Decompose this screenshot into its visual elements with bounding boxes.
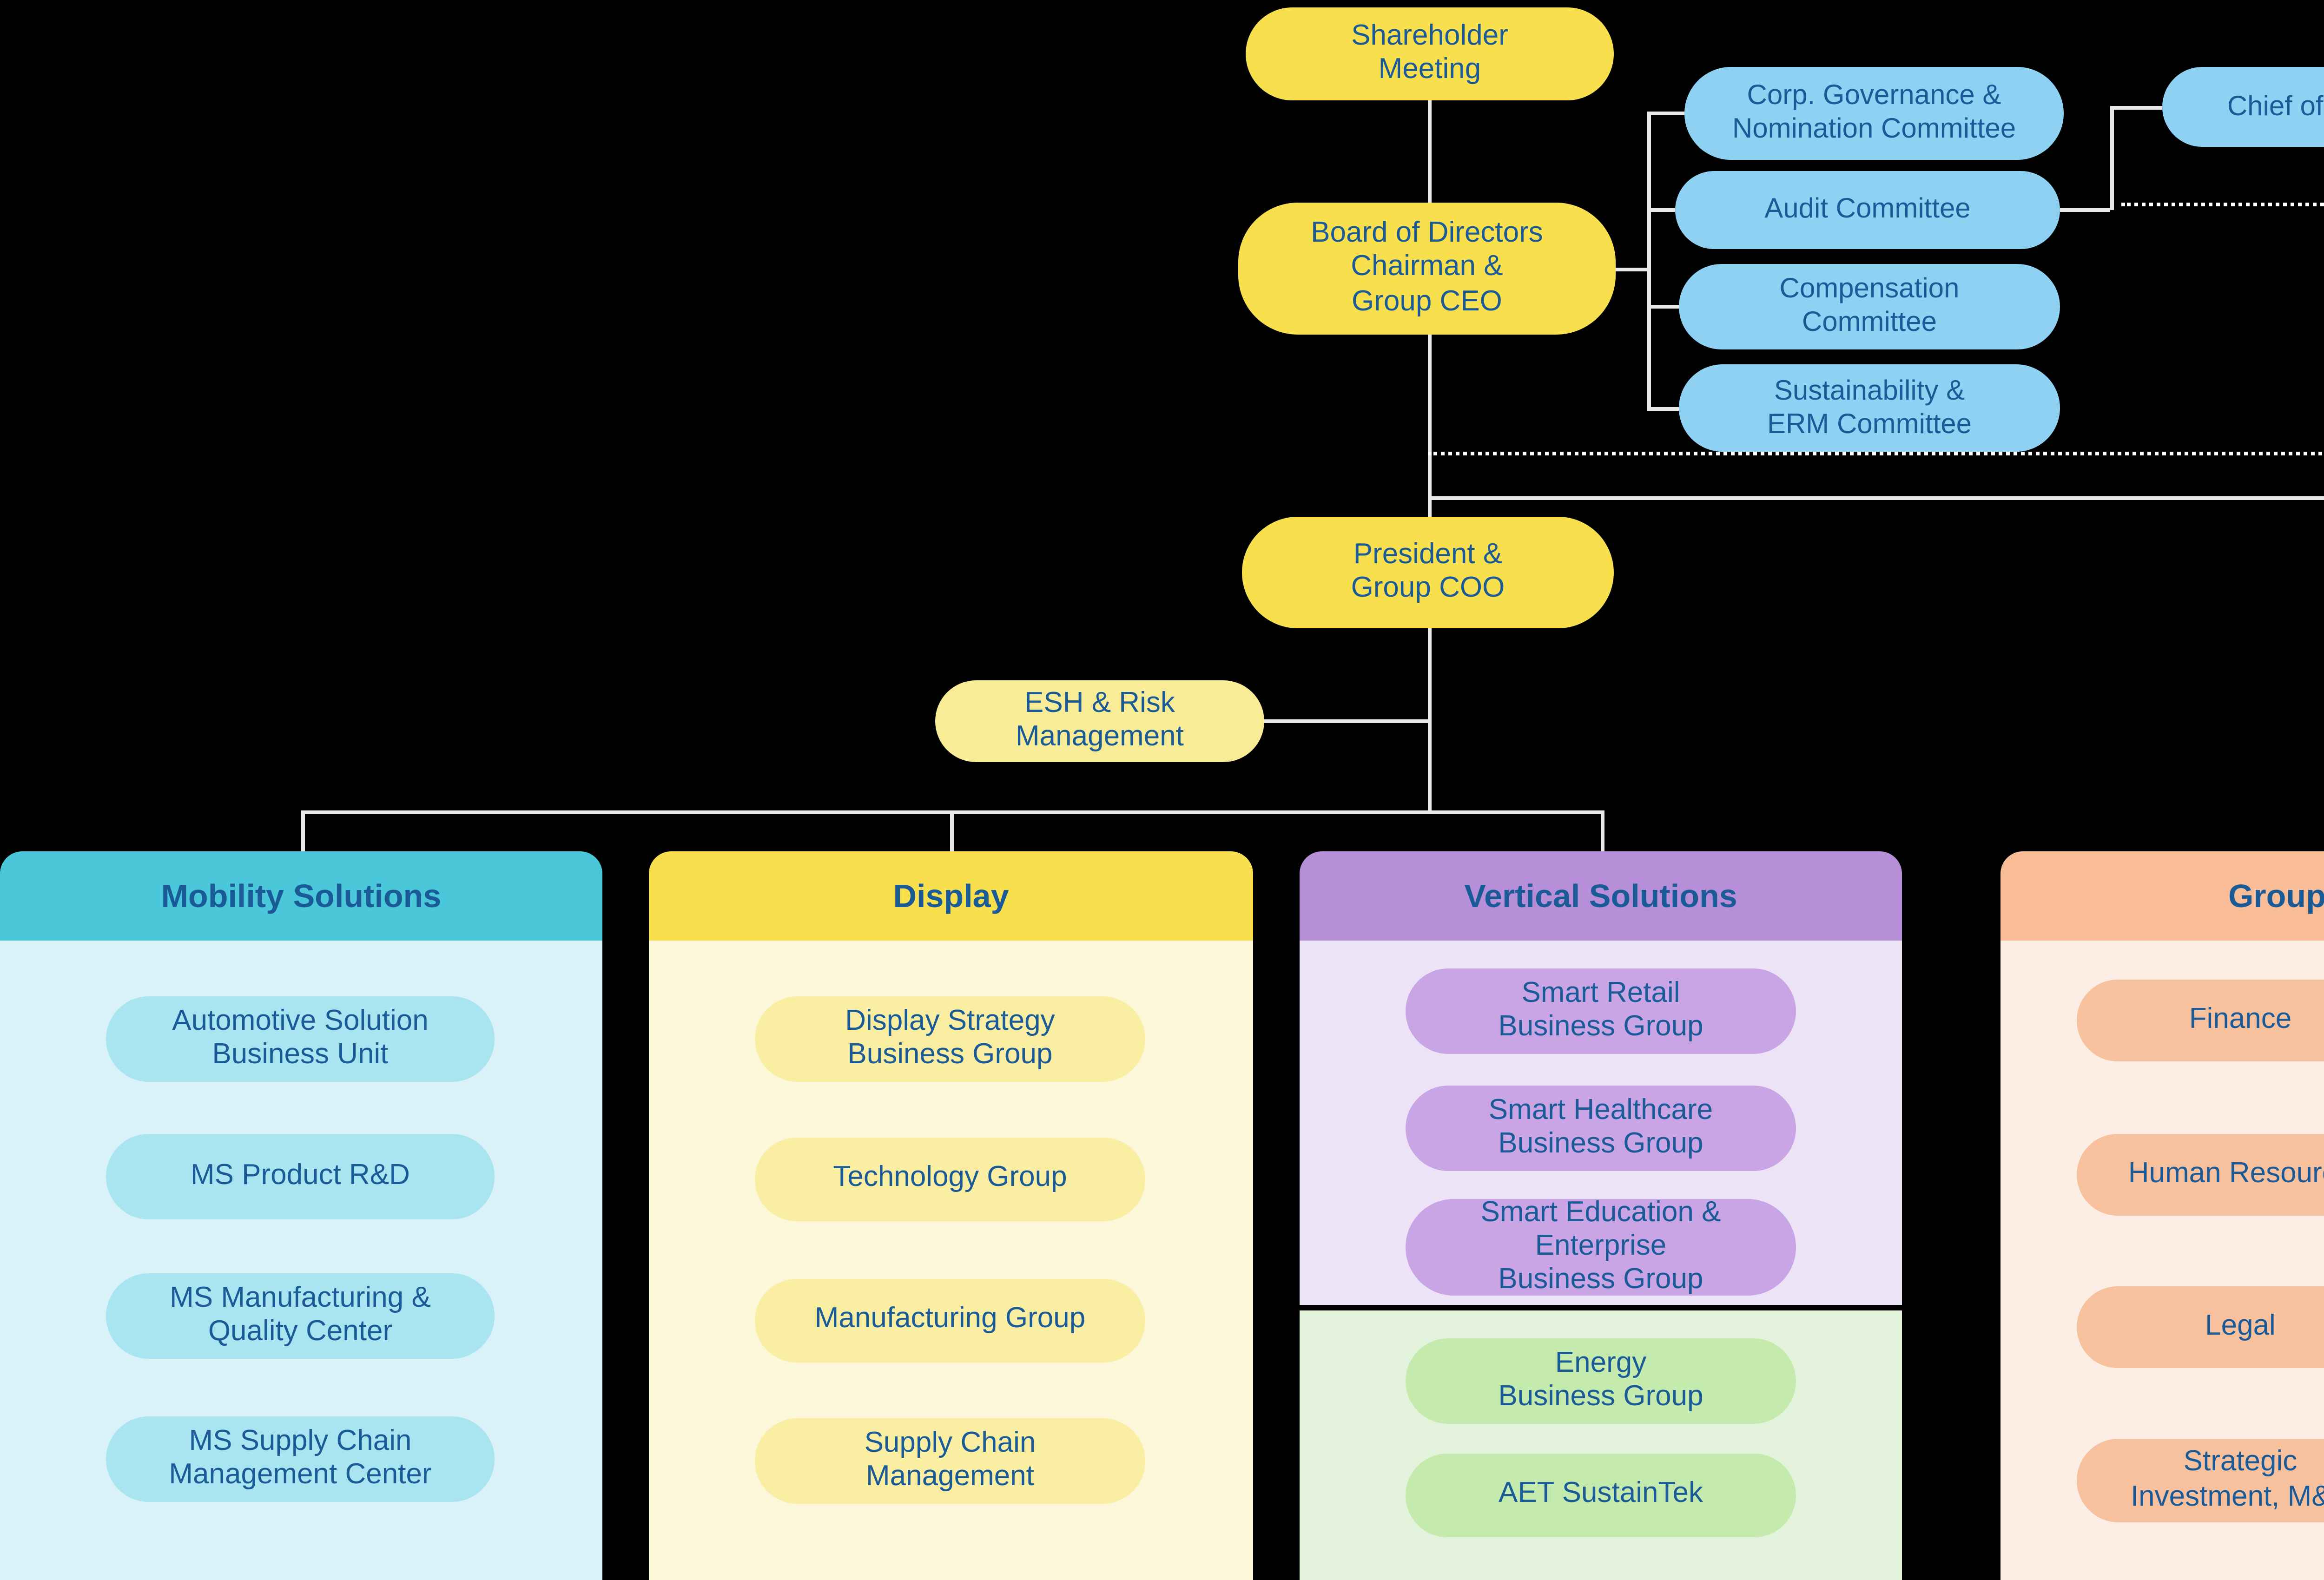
- dotted-audit-to-edge: [2121, 203, 2324, 206]
- connector-committee-stub-1: [1647, 112, 1684, 114]
- connector-committee-stub-2: [1647, 208, 1675, 211]
- pill-finance: Finance: [2077, 980, 2324, 1061]
- committee-audit: Audit Committee: [1675, 171, 2060, 249]
- connector-committee-stub-3: [1647, 305, 1679, 308]
- connector-board-president: [1428, 335, 1431, 517]
- committee-compensation: Compensation Committee: [1679, 264, 2060, 349]
- pill-ms-product-rd: MS Product R&D: [106, 1134, 495, 1219]
- pill-display-strategy-business-group: Display Strategy Business Group: [755, 996, 1145, 1082]
- committee-corp-governance-nomination: Corp. Governance & Nomination Committee: [1684, 67, 2064, 160]
- node-shareholder-meeting: Shareholder Meeting: [1246, 7, 1614, 100]
- division-header-vertical-solutions: Vertical Solutions: [1300, 851, 1902, 941]
- connector-board-committees: [1616, 268, 1647, 270]
- connector-audit-compliance-h2: [2110, 106, 2162, 109]
- node-chief-of-compliance: Chief of Compliance: [2162, 67, 2324, 147]
- pill-supply-chain-management: Supply Chain Management: [755, 1418, 1145, 1504]
- pill-ms-supply-chain-management-center: MS Supply Chain Management Center: [106, 1416, 495, 1502]
- pill-smart-education-enterprise-business-group: Smart Education & Enterprise Business Gr…: [1406, 1196, 1796, 1296]
- pill-smart-healthcare-business-group: Smart Healthcare Business Group: [1406, 1086, 1796, 1171]
- connector-audit-compliance-h: [2060, 208, 2110, 211]
- pill-automotive-solution-business-unit: Automotive Solution Business Unit: [106, 996, 495, 1082]
- node-board-of-directors: Board of Directors Chairman & Group CEO: [1238, 203, 1616, 335]
- division-header-display: Display: [649, 851, 1253, 941]
- division-header-group-infrastructure: Group Infrastructure Unit: [2000, 851, 2324, 941]
- pill-manufacturing-group: Manufacturing Group: [755, 1279, 1145, 1363]
- connector-committee-stub-4: [1647, 407, 1679, 410]
- connector-drop-vertical: [1601, 810, 1604, 851]
- connector-esh: [1264, 719, 1428, 722]
- committee-sustainability-erm: Sustainability & ERM Committee: [1679, 364, 2060, 452]
- connector-audit-compliance-v: [2110, 106, 2113, 210]
- pill-ms-manufacturing-quality-center: MS Manufacturing & Quality Center: [106, 1273, 495, 1359]
- pill-smart-retail-business-group: Smart Retail Business Group: [1406, 968, 1796, 1054]
- pill-aet-sustaintek: AET SustainTek: [1406, 1454, 1796, 1537]
- pill-energy-business-group: Energy Business Group: [1406, 1338, 1796, 1424]
- dotted-compliance-to-center: [1428, 452, 2324, 455]
- pill-strategic-investment-ma: Strategic Investment, M&A: [2077, 1439, 2324, 1522]
- pill-human-resource: Human Resource: [2077, 1134, 2324, 1216]
- connector-drop-display: [950, 810, 953, 851]
- connector-shareholder-board: [1428, 100, 1431, 203]
- pill-technology-group: Technology Group: [755, 1138, 1145, 1221]
- division-header-mobility-solutions: Mobility Solutions: [0, 851, 602, 941]
- node-president-group-coo: President & Group COO: [1242, 517, 1614, 628]
- connector-drop-mobility: [301, 810, 304, 851]
- connector-infrastructure-branch-h: [1428, 496, 2324, 499]
- connector-committees-bracket: [1647, 113, 1650, 407]
- connector-president-divisions: [1428, 628, 1431, 810]
- node-esh-risk-management: ESH & Risk Management: [935, 680, 1264, 762]
- pill-legal: Legal: [2077, 1286, 2324, 1368]
